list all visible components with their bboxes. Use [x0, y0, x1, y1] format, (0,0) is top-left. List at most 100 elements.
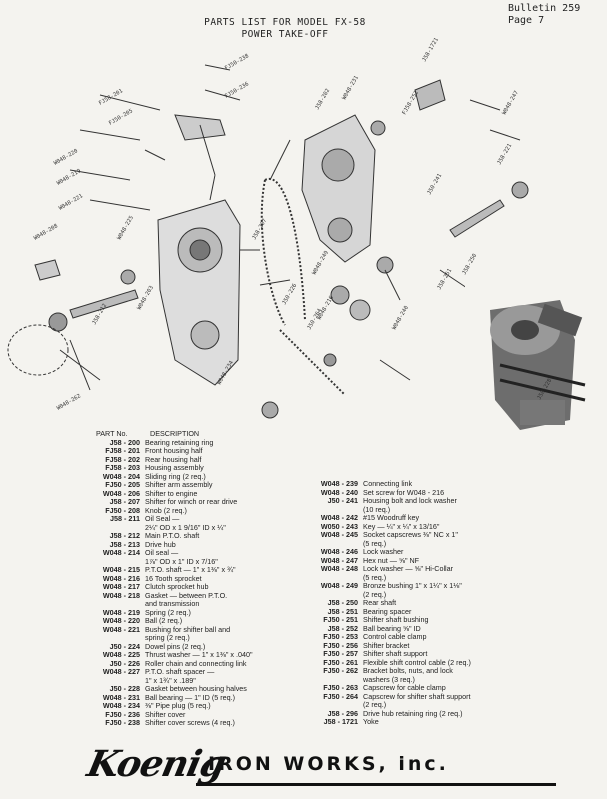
callout-label: W048-247 — [502, 90, 520, 116]
part-description: Spring (2 req.) — [145, 607, 191, 617]
part-description: Shifter for winch or rear drive — [145, 497, 238, 506]
callout-label: J58-251 — [437, 268, 454, 291]
description-header: DESCRIPTION — [150, 429, 200, 438]
gasket-drawing — [7, 324, 69, 376]
parts-row: (5 req.) — [306, 573, 471, 583]
part-description: Yoke — [363, 717, 379, 726]
part-description: Ball bearing ⅝" ID — [363, 623, 421, 633]
part-number: W048 - 234 — [102, 701, 140, 710]
callout-label: W048-220 — [53, 148, 79, 166]
part-description: Ball bearing — 1" ID (5 req.) — [145, 692, 236, 702]
part-description: Clutch sprocket hub — [145, 582, 209, 591]
callout-label: J50-241 — [427, 173, 444, 196]
part-number: J50 - 241 — [327, 496, 358, 505]
part-number: J58 - 207 — [109, 497, 140, 506]
exploded-view-diagram: FJ50-238FJ50-236FJ58-201FJ50-205W048-249… — [7, 37, 586, 430]
part-description: Oil Seal — — [145, 514, 180, 523]
parts-row: FJ50 - 208 Knob (2 req.) — [82, 505, 253, 516]
part-number: FJ50 - 205 — [105, 480, 140, 489]
part-description: Control cable clamp — [363, 632, 427, 641]
parts-row: J58 - 207 Shifter for winch or rear drive — [82, 497, 253, 507]
part-description: (5 req.) — [363, 538, 387, 548]
callout-label: W048-240 — [392, 305, 410, 331]
part-description: Roller chain and connecting link — [145, 658, 247, 668]
part-number: W048 - 239 — [320, 479, 358, 488]
parts-row: (5 req.) — [306, 538, 471, 549]
part-description: Shifter cover — [145, 709, 186, 719]
part-number: J58 - 252 — [327, 623, 358, 633]
part-number: J58 - 251 — [327, 606, 358, 616]
part-description: Dowel pins (2 req.) — [145, 641, 206, 651]
part-description: ⅜" Pipe plug (5 req.) — [145, 701, 211, 710]
part-description: 1" x 1¾" x .189" — [145, 675, 196, 685]
part-description: washers (3 req.) — [363, 674, 415, 684]
part-description: #15 Woodruff key — [363, 513, 420, 522]
parts-row: 1" x 1¾" x .189" — [82, 675, 253, 686]
part-description: Shifter arm assembly — [145, 480, 213, 489]
callout-label: W048-203 — [137, 285, 155, 311]
part-number: J58 - 212 — [109, 531, 140, 540]
parts-row: J58 - 296 Drive hub retaining ring (2 req… — [306, 708, 471, 719]
part-description: Bracket bolts, nuts, and lock — [363, 666, 453, 675]
part-number: FJ50 - 261 — [323, 657, 358, 667]
part-number: W050 - 243 — [320, 521, 358, 531]
part-description: Shifter to engine — [145, 488, 198, 498]
part-description: Housing bolt and lock washer — [363, 496, 457, 505]
part-description: Shifter bracket — [363, 640, 410, 650]
part-number: W048 - 242 — [320, 513, 358, 522]
bulletin-number: Bulletin 259 — [508, 3, 581, 14]
part-number: W048 - 245 — [320, 530, 358, 539]
part-description: Rear shaft — [363, 598, 397, 607]
part-number: W048 - 221 — [102, 624, 140, 634]
part-description: Ball (2 req.) — [145, 616, 183, 625]
rear-shaft-drawing — [449, 199, 505, 238]
part-description: Shifter shaft bushing — [363, 615, 429, 624]
rear-housing-drawing — [301, 114, 376, 263]
shifter-fork-drawing — [34, 259, 61, 281]
page-title: PARTS LIST FOR MODEL FX-58 — [204, 17, 366, 28]
part-number: W048 - 246 — [320, 547, 358, 556]
callout-label: J50-226 — [282, 283, 299, 306]
part-number: J58 - 211 — [110, 514, 140, 523]
shifter-assembly-drawing — [144, 114, 226, 201]
callout-label: J58-202 — [315, 88, 332, 111]
part-number: J58 - 213 — [109, 539, 140, 549]
part-number: W048 - 215 — [102, 565, 140, 574]
part-description: 1⅞" OD x 1" ID x 7/16" — [145, 556, 218, 566]
part-description: Capscrew for cable clamp — [363, 683, 446, 692]
parts-row: (2 req.) — [306, 590, 471, 600]
part-description: Knob (2 req.) — [145, 505, 187, 515]
main-pto-shaft-drawing — [69, 289, 139, 319]
roller-chain-drawing — [260, 177, 306, 326]
callout-label: J58-250 — [462, 253, 479, 276]
part-number: J58 - 296 — [327, 708, 358, 718]
parts-row: (10 req.) — [306, 505, 471, 515]
parts-row: W048 - 234 ⅜" Pipe plug (5 req.) — [82, 701, 253, 711]
part-description: Flexible shift control cable (2 req.) — [363, 657, 471, 667]
part-number: FJ50 - 238 — [105, 718, 140, 727]
parts-row: W048 - 242 #15 Woodruff key — [306, 513, 471, 523]
part-description: Drive hub retaining ring (2 req.) — [363, 708, 463, 718]
part-description: Gasket — between P.T.O. — [145, 590, 228, 600]
parts-row: 1⅞" OD x 1" ID x 7/16" — [82, 556, 253, 567]
part-number: FJ50 - 208 — [105, 505, 140, 515]
part-number: FJ50 - 251 — [323, 615, 358, 624]
